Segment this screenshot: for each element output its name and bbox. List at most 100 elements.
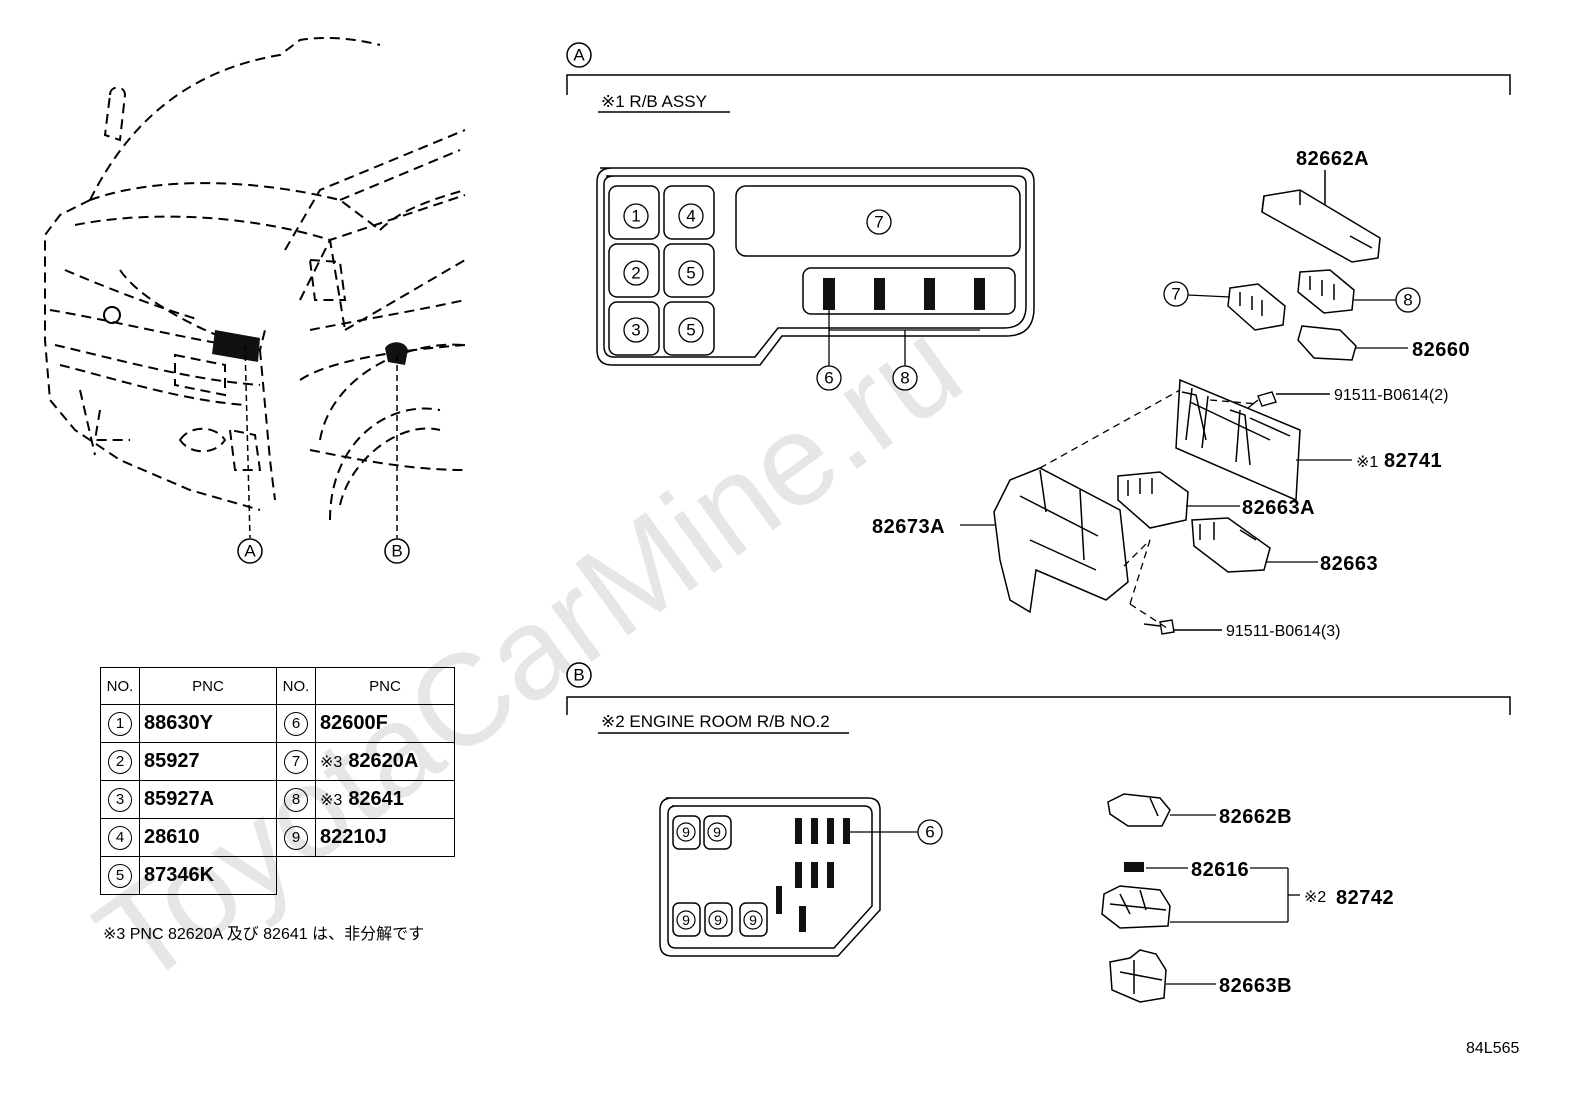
label-91511-2: 91511-B0614(2): [1334, 387, 1448, 404]
svg-text:5: 5: [686, 264, 695, 283]
svg-text:2: 2: [631, 264, 640, 283]
label-82741-mark: ※1: [1356, 454, 1378, 471]
leader-7: [1187, 294, 1231, 298]
svg-text:9: 9: [749, 912, 757, 928]
ref-6-circle: [917, 819, 943, 845]
label-82662A: 82662A: [1296, 148, 1369, 170]
diagram-code: 84L565: [1466, 1040, 1520, 1057]
ref-7-circle: [1163, 281, 1189, 307]
row-number: 2: [108, 750, 132, 774]
engine-room-rb-panel: [659, 797, 881, 957]
svg-text:8: 8: [1403, 291, 1412, 310]
label-82742-mark: ※2: [1304, 889, 1326, 906]
van-illustration: [44, 36, 466, 521]
rb-panel-refs: 6 8: [816, 310, 980, 391]
component-82616: [1124, 862, 1144, 872]
svg-text:9: 9: [682, 912, 690, 928]
section-a-title: ※1 R/B ASSY: [601, 92, 707, 111]
callout-b: B: [384, 538, 410, 564]
header-no-1: NO.: [100, 667, 140, 705]
row-number: 6: [284, 712, 308, 736]
assembly-dashed-lines: [1039, 389, 1259, 631]
svg-text:A: A: [244, 542, 256, 561]
rb-panel: [596, 167, 1035, 366]
section-b-header: B ※2 ENGINE ROOM R/B NO.2: [566, 662, 1511, 734]
row-number: 9: [284, 826, 308, 850]
note-mark: ※3: [320, 792, 343, 809]
callout-a: A: [237, 538, 263, 564]
bolt-91511-3: [1143, 619, 1222, 635]
table-row: 1 88630Y 6 82600F: [100, 704, 455, 743]
label-82663B: 82663B: [1219, 975, 1292, 997]
svg-text:9: 9: [713, 824, 721, 840]
ref-8-circle: [1395, 287, 1421, 313]
table-header-row: NO. PNC NO. PNC: [100, 667, 455, 705]
component-82662A: [1261, 170, 1381, 263]
bracket-82742: [1170, 867, 1300, 923]
label-82741: 82741: [1384, 450, 1442, 472]
header-pnc-2: PNC: [315, 667, 455, 705]
component-relay-7: [1227, 283, 1286, 331]
svg-text:4: 4: [686, 207, 695, 226]
label-82673A: 82673A: [872, 516, 945, 538]
svg-text:B: B: [391, 542, 402, 561]
svg-text:A: A: [573, 46, 585, 65]
label-82662B: 82662B: [1219, 806, 1292, 828]
engine-room-rb-numbers: 9 9 9 9 9: [676, 822, 763, 930]
component-82663A: [1117, 471, 1189, 529]
svg-text:7: 7: [1171, 285, 1180, 304]
pnc-cell: 85927A: [139, 780, 277, 819]
svg-text:9: 9: [714, 912, 722, 928]
header-no-2: NO.: [276, 667, 316, 705]
footnote: ※3 PNC 82620A 及び 82641 は、非分解です: [103, 926, 425, 943]
svg-text:B: B: [573, 666, 584, 685]
van-highlights: [103, 306, 408, 365]
svg-text:9: 9: [682, 824, 690, 840]
pnc-table: NO. PNC NO. PNC 1 88630Y 6 82600F 2 8592…: [100, 667, 455, 895]
component-82663: [1191, 517, 1271, 573]
label-82663A: 82663A: [1242, 497, 1315, 519]
svg-text:8: 8: [900, 369, 909, 388]
row-number: 5: [108, 864, 132, 888]
pnc-cell: 87346K: [139, 856, 277, 895]
svg-text:5: 5: [686, 321, 695, 340]
pnc-cell: 82600F: [315, 704, 455, 743]
row-number: 7: [284, 750, 308, 774]
label-82663: 82663: [1320, 553, 1378, 575]
label-82616: 82616: [1191, 859, 1249, 881]
section-a-header: A ※1 R/B ASSY: [566, 42, 1511, 113]
row-number: 3: [108, 788, 132, 812]
van-callout-lines: [244, 344, 398, 539]
label-82660: 82660: [1412, 339, 1470, 361]
component-relay-8: [1297, 269, 1355, 314]
row-number: 4: [108, 826, 132, 850]
svg-text:7: 7: [874, 213, 883, 232]
pnc-cell: 28610: [139, 818, 277, 857]
component-82662B: [1107, 793, 1171, 827]
svg-text:3: 3: [631, 321, 640, 340]
section-b-title: ※2 ENGINE ROOM R/B NO.2: [601, 712, 830, 731]
svg-text:1: 1: [631, 207, 640, 226]
component-82673A: [993, 467, 1129, 614]
pnc-cell: 88630Y: [139, 704, 277, 743]
svg-text:6: 6: [824, 369, 833, 388]
engine-room-rb-fuses: [776, 818, 850, 932]
component-82660: [1297, 325, 1357, 361]
svg-text:6: 6: [925, 823, 934, 842]
note-mark: ※3: [320, 754, 343, 771]
table-row: 4 28610 9 82210J: [100, 818, 455, 857]
pnc-cell: 82210J: [315, 818, 455, 857]
row-number: 8: [284, 788, 308, 812]
header-pnc-1: PNC: [139, 667, 277, 705]
row-number: 1: [108, 712, 132, 736]
component-82742: [1101, 885, 1171, 929]
table-row: 5 87346K: [100, 856, 455, 895]
rb-panel-fuses: [823, 278, 985, 310]
component-82741: [1175, 378, 1301, 502]
component-82663B: [1109, 949, 1167, 1003]
label-91511-3: 91511-B0614(3): [1226, 623, 1340, 640]
bolt-91511-2: [1247, 391, 1330, 409]
